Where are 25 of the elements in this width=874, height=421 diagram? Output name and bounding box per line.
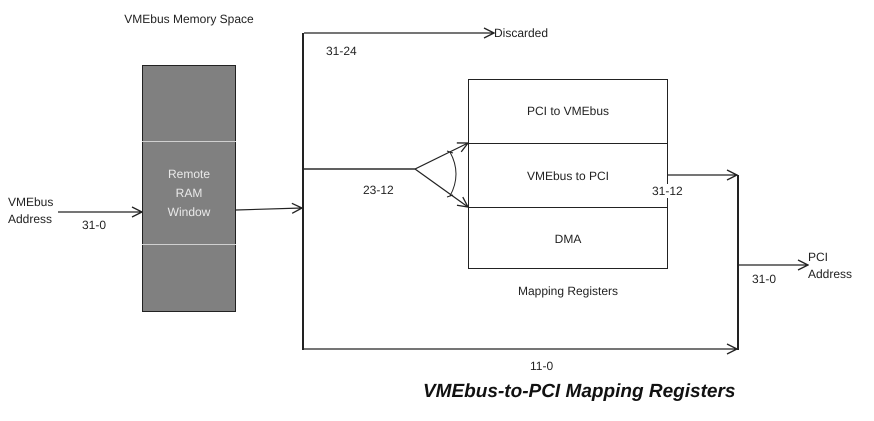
register-row-label: DMA	[554, 232, 582, 246]
signal-label: PCI Address	[808, 249, 870, 285]
bit-range-label: 31-0	[82, 218, 106, 232]
window-region: Remote RAM Window	[142, 141, 236, 245]
block-heading: VMEbus Memory Space	[123, 12, 255, 26]
arrow	[668, 169, 738, 181]
arrow	[58, 206, 143, 218]
arrow	[304, 27, 495, 39]
bit-range-label: 23-12	[363, 183, 394, 197]
figure-caption: VMEbus-to-PCI Mapping Registers	[423, 381, 736, 403]
arrow	[739, 259, 809, 271]
bit-range-label: 31-12	[652, 184, 683, 198]
bus-line	[302, 33, 304, 350]
block-heading: Mapping Registers	[516, 284, 620, 298]
bit-range-label: 31-0	[752, 272, 776, 286]
register-row-label: VMEbus to PCI	[526, 168, 610, 182]
bit-range-label: 11-0	[530, 359, 554, 373]
signal-label: VMEbus Address	[8, 194, 58, 230]
bus-line	[737, 175, 739, 350]
arrow	[304, 168, 469, 208]
signal-label: Discarded	[494, 25, 564, 42]
bit-range-label: 31-24	[326, 44, 357, 58]
register-row-label: PCI to VMEbus	[526, 104, 610, 118]
arrow	[236, 202, 303, 214]
arrow	[304, 343, 738, 355]
